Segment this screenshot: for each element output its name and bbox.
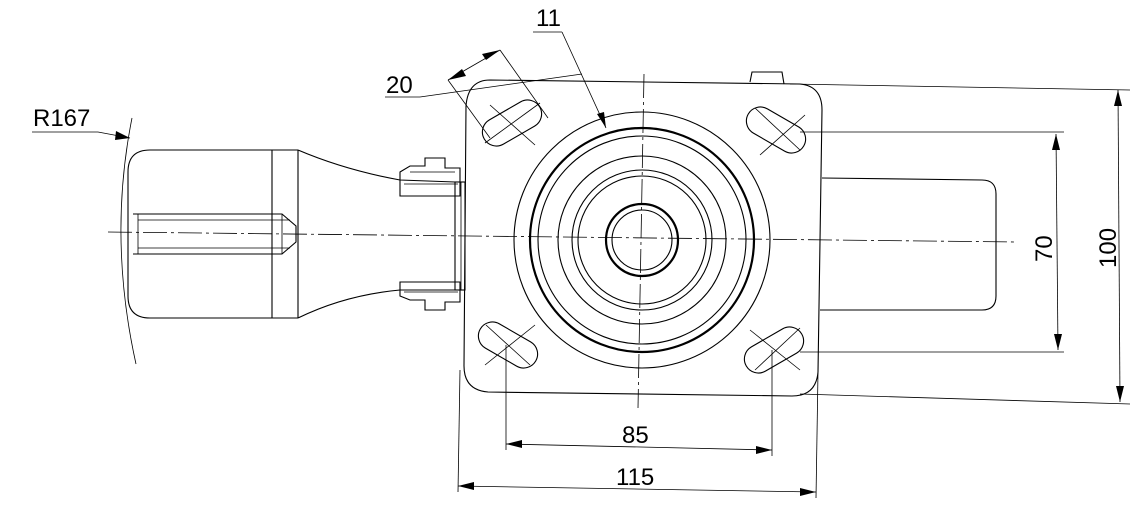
dim-20-label: 20 bbox=[386, 72, 413, 99]
dim-11-label: 11 bbox=[536, 5, 561, 32]
swivel-bearing bbox=[513, 111, 771, 369]
mounting-hole-bottom-left bbox=[477, 321, 539, 369]
mounting-hole-top-left bbox=[481, 99, 543, 147]
dim-70: 70 bbox=[800, 131, 1064, 353]
dim-r167: R167 bbox=[32, 105, 131, 140]
dim-115: 115 bbox=[457, 369, 819, 499]
wheel bbox=[127, 149, 298, 319]
top-plate bbox=[463, 71, 823, 397]
rear-extension bbox=[820, 177, 997, 311]
dim-70-label: 70 bbox=[1031, 235, 1058, 262]
dim-85-label: 85 bbox=[622, 422, 649, 449]
dim-100-label: 100 bbox=[1095, 228, 1122, 268]
dim-20: 20 bbox=[385, 49, 583, 139]
center-lines bbox=[107, 73, 1017, 409]
dim-100: 100 bbox=[789, 83, 1131, 405]
mounting-hole-bottom-right bbox=[743, 326, 805, 374]
dim-85: 85 bbox=[505, 345, 773, 456]
dim-11: 11 bbox=[533, 5, 607, 129]
mounting-hole-top-right bbox=[745, 106, 807, 156]
r167-arc bbox=[120, 117, 137, 365]
dim-115-label: 115 bbox=[616, 464, 654, 491]
dim-r167-label: R167 bbox=[33, 105, 90, 132]
